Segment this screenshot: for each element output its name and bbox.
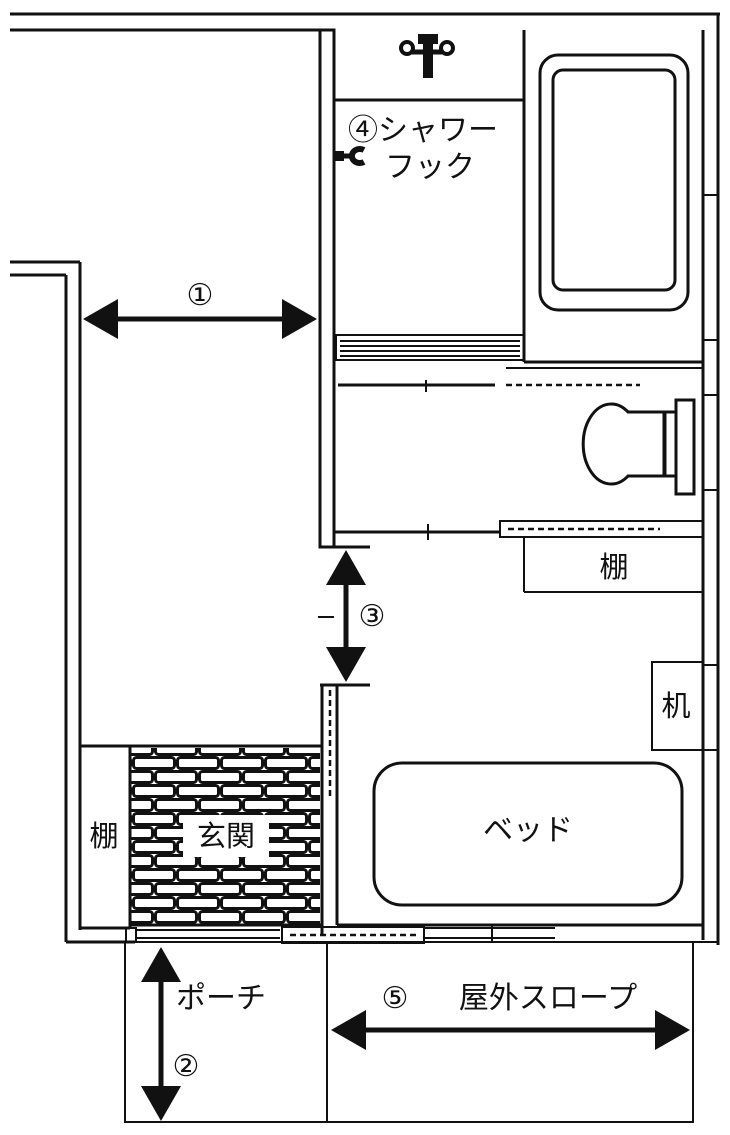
shelf-right-label: 棚: [599, 550, 628, 584]
dimension-label-1: ①: [187, 278, 214, 313]
shower-hook-icon: [334, 146, 366, 166]
threshold: [125, 926, 718, 944]
porch-and-slope: [124, 941, 694, 1123]
shelf-left-label: 棚: [89, 819, 118, 853]
desk-label: 机: [661, 689, 690, 723]
shower-room: [334, 30, 526, 362]
central-partition: [318, 28, 370, 935]
slope-number-label: ⑤: [382, 981, 409, 1016]
toilet-room: [334, 367, 704, 540]
slope-label: 屋外スロープ: [459, 981, 637, 1016]
drain-grate: [335, 334, 525, 361]
genkan-label: 玄関: [197, 819, 255, 853]
dimension-label-3: ③: [359, 599, 386, 634]
left-wall: [10, 260, 135, 944]
toilet-icon: [581, 398, 696, 496]
top-wall: [10, 12, 720, 32]
shower-hook-label-line2: フック: [385, 150, 475, 185]
dimension-label-2: ②: [173, 1049, 200, 1084]
bed: ベッド: [372, 761, 684, 907]
desk: 机: [651, 661, 704, 751]
genkan: 玄関 棚: [80, 744, 703, 930]
shelf-right: 棚: [523, 537, 703, 593]
bed-label: ベッド: [483, 813, 573, 848]
bathtub: [524, 53, 703, 364]
shower-hook-label-line1: ④シャワー: [348, 113, 498, 148]
right-wall: [701, 14, 720, 945]
porch-label: ポーチ: [176, 981, 266, 1016]
faucet-icon: [399, 34, 455, 78]
